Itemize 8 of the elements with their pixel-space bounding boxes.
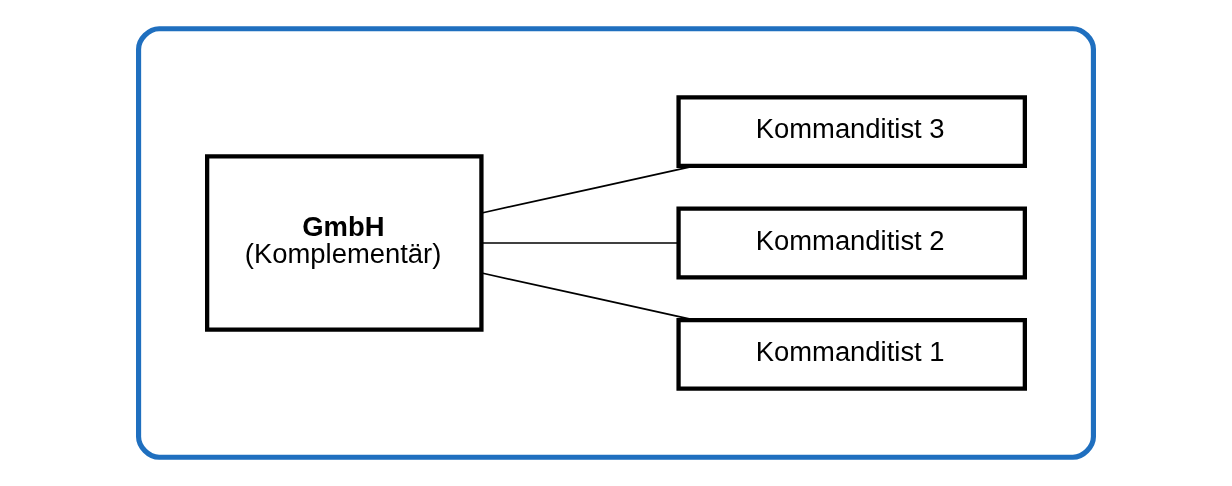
cluster bbox=[136, 26, 1096, 460]
connector bbox=[480, 165, 696, 214]
node-box: Kommanditist 2 bbox=[676, 206, 1027, 280]
node-box: Kommanditist 1 bbox=[676, 318, 1027, 391]
connector bbox=[480, 242, 680, 244]
node-box: GmbH (Komplementär) bbox=[205, 154, 484, 332]
node-box: Kommanditist 3 bbox=[676, 95, 1027, 168]
connector bbox=[480, 272, 696, 321]
